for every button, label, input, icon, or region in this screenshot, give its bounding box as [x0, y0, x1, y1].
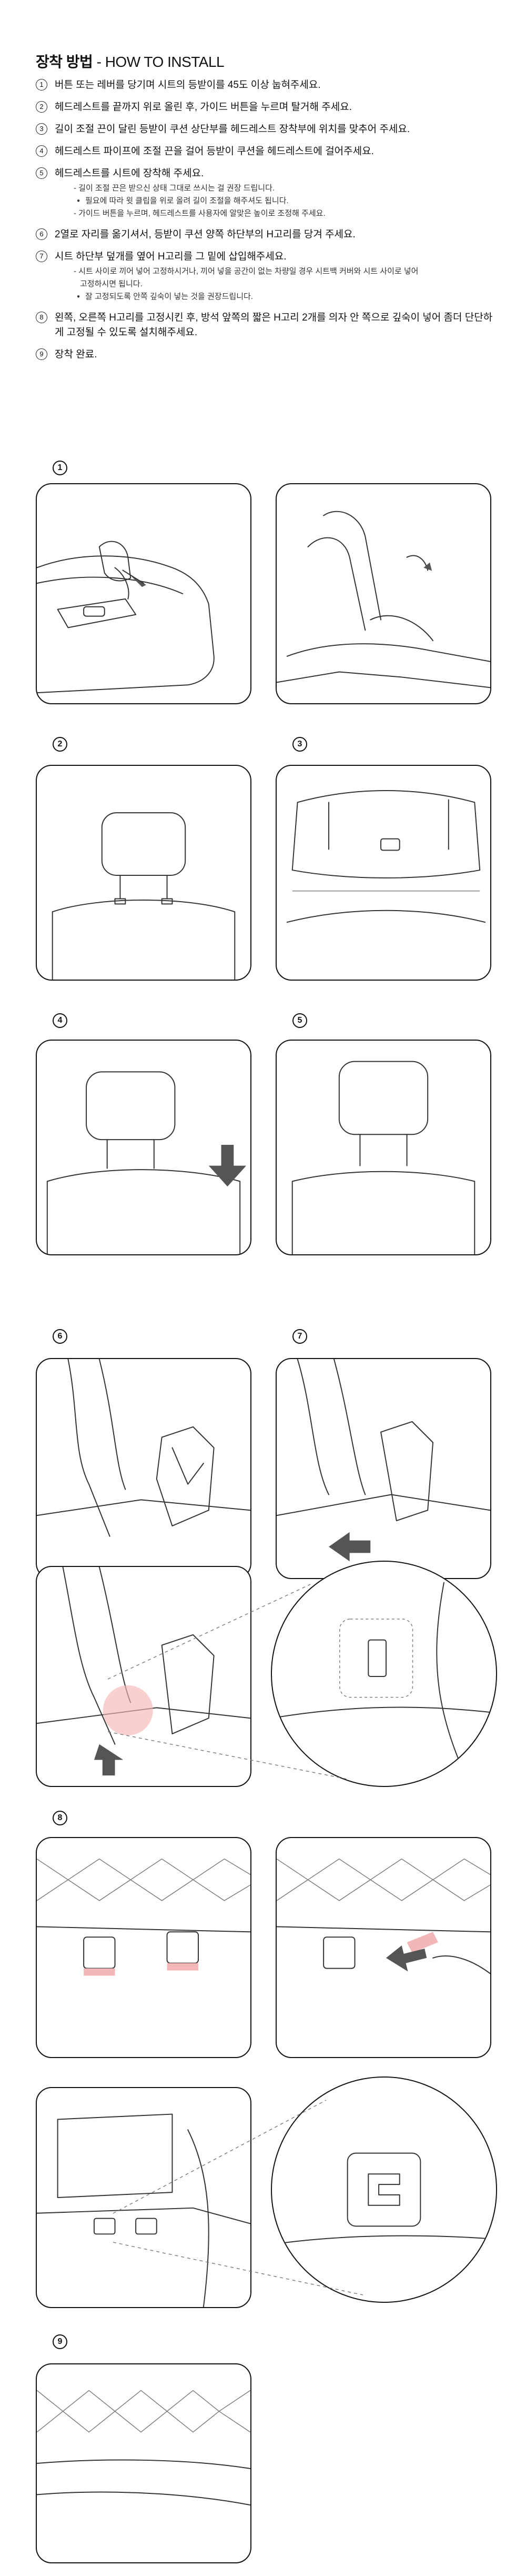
step-4: 4 헤드레스트 파이프에 조절 끈을 걸어 등받이 쿠션을 헤드레스트에 걸어주세…: [36, 144, 499, 159]
figure-badge-7: 7: [292, 1329, 307, 1344]
step-text: 버튼 또는 레버를 당기며 시트의 등받이를 45도 이상 눕혀주세요.: [55, 79, 321, 91]
step-note: - 가이드 버튼을 누르며, 헤드레스트를 사용자에 알맞은 높이로 조정해 주…: [74, 209, 326, 218]
figure-6-h-hook: [36, 1358, 251, 1579]
figure-7-insert-hook: [276, 1358, 491, 1579]
figure-1-lever: [36, 483, 251, 704]
figure-2-headrest: [36, 765, 251, 981]
step-number: 1: [36, 79, 47, 91]
figure-8-detail: [36, 2087, 251, 2308]
instruction-list: 1 버튼 또는 레버를 당기며 시트의 등받이를 45도 이상 눕혀주세요. 2 헤드…: [36, 78, 499, 370]
step-text: 헤드레스트 파이프에 조절 끈을 걸어 등받이 쿠션을 헤드레스트에 걸어주세요…: [55, 146, 374, 157]
step-number: 2: [36, 101, 47, 113]
step-3: 3 길이 조절 끈이 달린 등받이 쿠션 상단부를 헤드레스트 장착부에 위치를 …: [36, 122, 499, 137]
figure-badge-2: 2: [53, 737, 67, 752]
step-text: 시트 하단부 덮개를 옆어 H고리를 그 밑에 삽입해주세요.: [55, 251, 287, 262]
figure-8-front-hooks: [36, 1837, 251, 2058]
step-number: 4: [36, 145, 47, 157]
figure-7-zoom: [271, 1561, 497, 1787]
figure-badge-9: 9: [53, 2334, 67, 2349]
step-note: - 시트 사이로 끼어 넣어 고정하시거나, 끼어 넣을 공간이 없는 차량일 …: [74, 267, 419, 276]
figure-badge-6: 6: [53, 1329, 67, 1344]
step-text: 장착 완료.: [55, 349, 97, 360]
figure-badge-5: 5: [292, 1013, 307, 1028]
step-text: 2열로 자리를 옮기셔서, 등받이 쿠션 양쪽 하단부의 H고리를 당겨 주세요…: [55, 229, 356, 240]
figure-3-cushion-top: [276, 765, 491, 981]
step-text: 헤드레스트를 끝까지 위로 올린 후, 가이드 버튼을 누르며 탈거해 주세요.: [55, 102, 352, 113]
figure-badge-8: 8: [53, 1811, 67, 1825]
step-text: 길이 조절 끈이 달린 등받이 쿠션 상단부를 헤드레스트 장착부에 위치를 맞…: [55, 124, 410, 135]
step-note: - 길이 조절 끈은 받으신 상태 그대로 쓰시는 걸 권장 드립니다.: [74, 184, 275, 193]
step-8: 8 왼쪽, 오른쪽 H고리를 고정시킨 후, 방석 앞쪽의 짧은 H고리 2개를 …: [36, 311, 499, 340]
figure-4-strap: [36, 1040, 251, 1255]
figure-badge-1: 1: [53, 461, 67, 475]
figure-8-zoom: [271, 2076, 497, 2303]
step-1: 1 버튼 또는 레버를 당기며 시트의 등받이를 45도 이상 눕혀주세요.: [36, 78, 499, 93]
step-6: 6 2열로 자리를 옮기셔서, 등받이 쿠션 양쪽 하단부의 H고리를 당겨 주세…: [36, 227, 499, 242]
page-title: 장착 방법 - HOW TO INSTALL: [36, 54, 225, 70]
step-number: 9: [36, 348, 47, 360]
figure-badge-3: 3: [292, 737, 307, 752]
step-note: 필요에 따라 윗 클립을 위로 올려 길이 조절을 해주셔도 됩니다.: [74, 195, 499, 207]
figure-badge-4: 4: [53, 1013, 67, 1028]
step-2: 2 헤드레스트를 끝까지 위로 올린 후, 가이드 버튼을 누르며 탈거해 주세요…: [36, 100, 499, 115]
step-text: 헤드레스트를 시트에 장착해 주세요.: [55, 168, 204, 179]
figure-5-headrest-mount: [276, 1040, 491, 1255]
step-number: 5: [36, 167, 47, 179]
step-note: 잘 고정되도록 안쪽 깊숙이 넣는 것을 권장드립니다.: [74, 291, 499, 303]
step-9: 9 장착 완료.: [36, 347, 499, 362]
figure-7-detail: [36, 1566, 251, 1787]
figure-1-recline: [276, 483, 491, 704]
step-7: 7 시트 하단부 덮개를 옆어 H고리를 그 밑에 삽입해주세요. - 시트 사이로…: [36, 249, 499, 303]
step-note: 고정하시면 됩니다.: [80, 279, 143, 288]
step-text: 왼쪽, 오른쪽 H고리를 고정시킨 후, 방석 앞쪽의 짧은 H고리 2개를 의…: [55, 312, 493, 338]
step-number: 3: [36, 123, 47, 135]
step-number: 8: [36, 312, 47, 323]
step-number: 7: [36, 251, 47, 262]
step-number: 6: [36, 228, 47, 240]
figure-9-complete: [36, 2363, 251, 2563]
step-5: 5 헤드레스트를 시트에 장착해 주세요. - 길이 조절 끈은 받으신 상태 그대…: [36, 166, 499, 220]
figure-8-push-hook: [276, 1837, 491, 2058]
